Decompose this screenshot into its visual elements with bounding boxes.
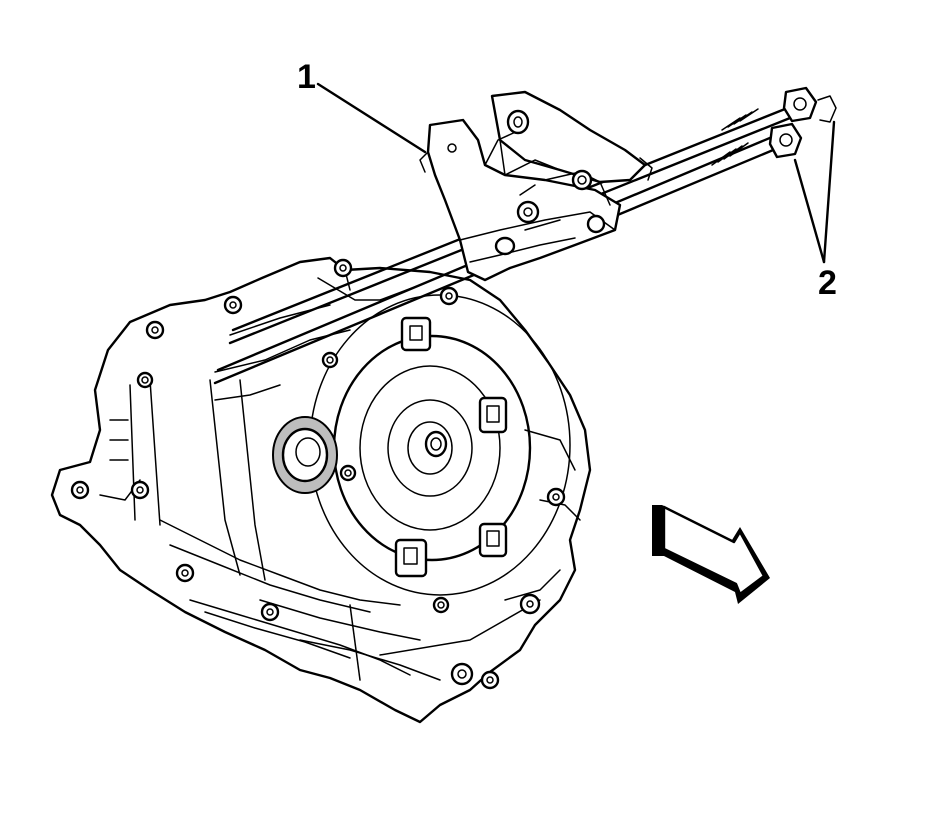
callout-label-2: 2 [818,264,837,302]
direction-arrow-icon [652,505,770,604]
mount-bracket [419,90,653,282]
callout-label-1: 1 [297,58,316,96]
callout-leaders [316,82,836,264]
transmission-housing [50,256,592,724]
